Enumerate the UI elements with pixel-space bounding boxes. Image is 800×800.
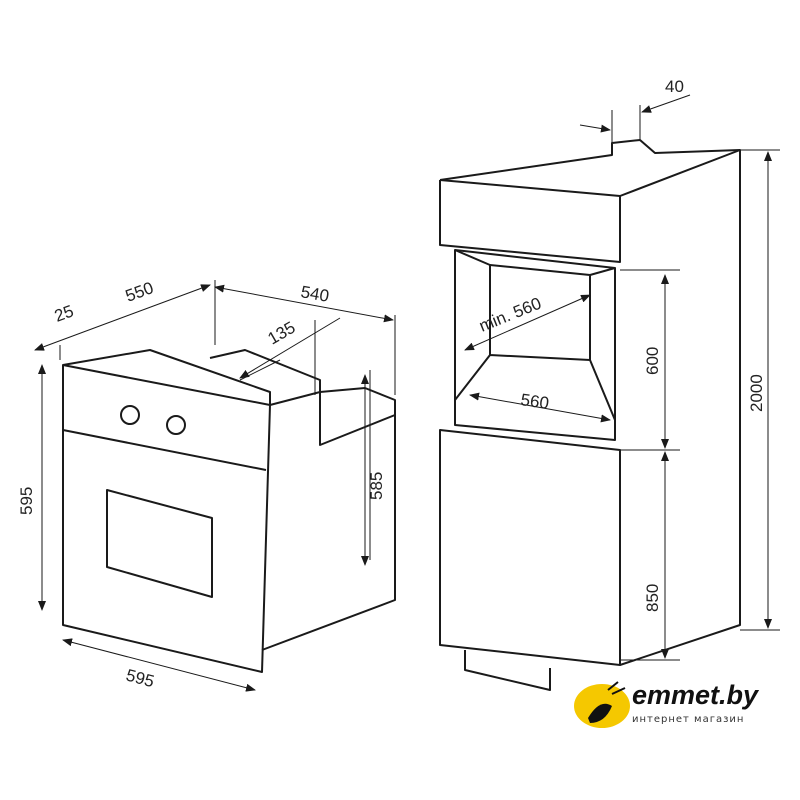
logo-name: emmet.by (632, 680, 759, 710)
dim-600: 600 (643, 347, 662, 375)
dim-585: 585 (367, 472, 386, 500)
cabinet (439, 139, 741, 691)
dim-560: 560 (519, 390, 550, 413)
dim-25: 25 (52, 301, 76, 325)
oven-dimension-lines: 25 550 540 135 595 585 595 (17, 278, 396, 692)
dim-550: 550 (123, 278, 156, 306)
dim-2000: 2000 (747, 374, 766, 412)
logo-tagline: интернет магазин (632, 714, 745, 725)
knob-right (166, 415, 186, 435)
dim-min-560: min. 560 (476, 294, 544, 336)
dim-40: 40 (665, 77, 684, 96)
cabinet-dimension-lines: 40 min. 560 560 600 850 2000 (464, 77, 780, 661)
dim-595-width: 595 (124, 666, 156, 692)
dim-850: 850 (643, 584, 662, 612)
oven (62, 349, 396, 673)
dim-540: 540 (299, 282, 330, 306)
knob-left (120, 405, 140, 425)
dim-595-height: 595 (17, 487, 36, 515)
bee-mascot-icon (574, 681, 630, 728)
dim-135: 135 (265, 318, 299, 349)
emmet-logo: emmet.by интернет магазин (570, 678, 760, 738)
